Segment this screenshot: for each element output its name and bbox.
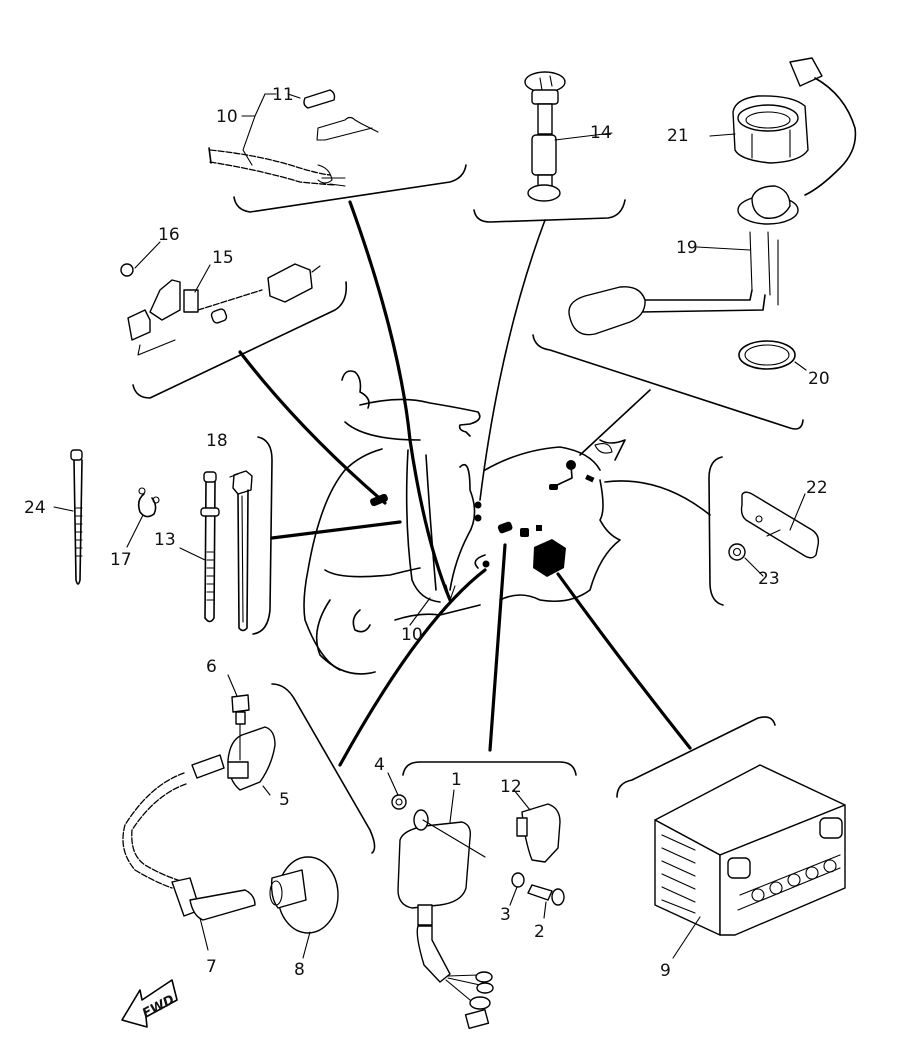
bracket-reflector — [708, 456, 724, 606]
part-starter-switch — [120, 263, 321, 356]
part-fuse — [303, 89, 336, 109]
scooter-outline — [303, 370, 626, 675]
label-17: 17 — [110, 550, 132, 570]
bracket-cable-ties — [252, 436, 273, 635]
bracket-battery — [616, 716, 776, 798]
bracket-fuel-gauge — [532, 334, 804, 430]
part-cable-tie-13 — [200, 471, 220, 623]
part-washer-3 — [511, 872, 525, 888]
label-13: 13 — [154, 530, 176, 550]
part-battery — [654, 764, 846, 936]
part-fuel-gauge-sender — [568, 57, 857, 336]
bracket-cdi — [402, 761, 577, 776]
label-24: 24 — [24, 498, 46, 518]
bracket-ignition-coil — [271, 683, 376, 854]
bracket-wire-harness — [233, 164, 467, 213]
label-6: 6 — [206, 657, 217, 677]
part-relay-12 — [516, 803, 561, 863]
label-14: 14 — [590, 123, 612, 143]
part-gasket — [738, 340, 796, 370]
label-7: 7 — [206, 957, 217, 977]
label-21: 21 — [667, 126, 689, 146]
forward-direction-marker: FWD — [121, 979, 178, 1028]
label-1: 1 — [451, 770, 462, 790]
part-gauge-nut — [732, 95, 809, 164]
starter-switch-location-marker — [370, 493, 388, 507]
label-16: 16 — [158, 225, 180, 245]
part-coil-bolt — [231, 694, 250, 761]
label-3: 3 — [500, 905, 511, 925]
part-cable-tie-24 — [70, 449, 83, 585]
label-4: 4 — [374, 755, 385, 775]
label-5: 5 — [279, 790, 290, 810]
label-12: 12 — [500, 777, 522, 797]
leader-lines — [238, 200, 711, 767]
label-2: 2 — [534, 922, 545, 942]
label-22: 22 — [806, 478, 828, 498]
label-leaders — [53, 93, 807, 959]
bracket-fuel-sender — [473, 199, 626, 223]
label-15: 15 — [212, 248, 234, 268]
label-20: 20 — [808, 369, 830, 389]
part-bolt-2 — [527, 884, 565, 906]
label-19: 19 — [676, 238, 698, 258]
label-10-secondary: 10 — [401, 625, 423, 645]
part-reflector — [740, 491, 820, 559]
part-fuel-sender — [524, 71, 566, 202]
group-brackets — [132, 164, 804, 854]
label-23: 23 — [758, 569, 780, 589]
part-labels: 10 11 14 21 19 20 16 15 24 17 13 18 22 2… — [24, 85, 830, 981]
part-clamp-17 — [137, 487, 160, 518]
forward-arrow-icon — [121, 979, 178, 1028]
part-cable-tie-18 — [232, 470, 253, 632]
part-spark-plug-cap — [122, 772, 256, 921]
label-10: 10 — [216, 107, 238, 127]
battery-location-marker — [533, 539, 566, 577]
label-8: 8 — [294, 960, 305, 980]
part-cdi-unit — [397, 809, 494, 1030]
label-9: 9 — [660, 961, 671, 981]
part-reflector-nut — [728, 543, 746, 561]
label-18: 18 — [206, 431, 228, 451]
label-11: 11 — [272, 85, 294, 105]
part-nut-4 — [391, 794, 407, 810]
part-ignition-coil — [191, 726, 276, 791]
part-wire-harness — [208, 116, 379, 187]
part-plug-cover — [269, 856, 339, 934]
